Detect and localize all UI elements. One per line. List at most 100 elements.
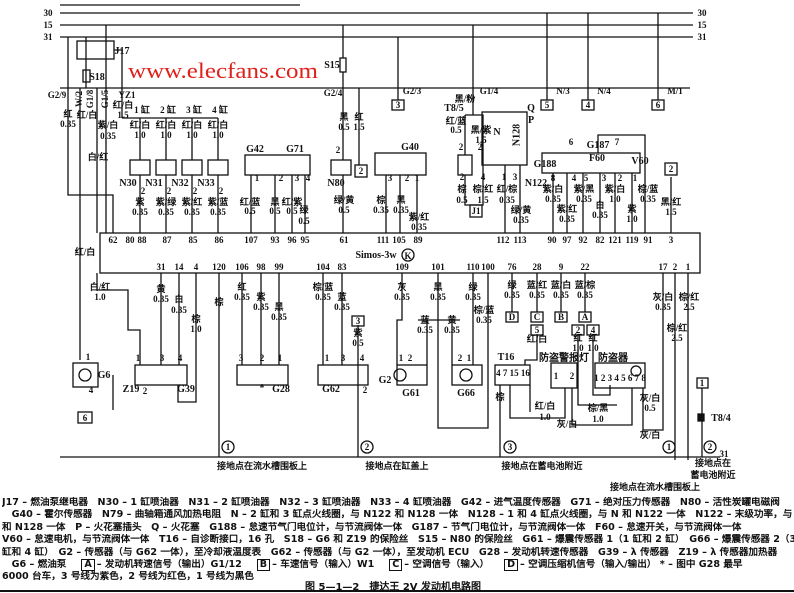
wire — [509, 385, 566, 419]
wire-label: 灰/白 — [640, 392, 661, 403]
wire-label: 白 — [174, 293, 183, 304]
ecu-pin: 1 — [686, 262, 691, 272]
wire-label: 红 — [573, 332, 582, 343]
ecu-pin: 62 — [109, 235, 119, 245]
component-pin: 3 — [341, 353, 346, 363]
component-label: Q — [527, 103, 535, 114]
component-label: N122 — [525, 178, 547, 189]
ground-marker: 2 — [365, 442, 370, 452]
ecu-pin: 101 — [431, 262, 445, 272]
component-pin: 4 — [572, 173, 577, 183]
wire-label: 0.35 — [271, 312, 287, 322]
wire-label: 黑/粉 — [455, 93, 476, 104]
component-box — [134, 364, 188, 386]
ground-marker: 3 — [508, 442, 513, 452]
component-box — [354, 164, 368, 178]
component-label: N31 — [145, 178, 162, 189]
connector-label: G2/3 — [403, 86, 422, 96]
component-box — [207, 159, 229, 176]
ecu-pin: 95 — [301, 235, 311, 245]
component-pin: 3 — [160, 353, 165, 363]
wire-label: 0.35 — [504, 290, 520, 300]
wire-label: 棕/蓝 — [473, 304, 495, 315]
component-pin: 1 — [278, 353, 283, 363]
wire-label: 紫/红 — [557, 203, 578, 214]
component-label: G42 — [246, 144, 264, 155]
wire-label: 1.0 — [572, 343, 584, 353]
cylinder-label: 3 缸 — [186, 104, 202, 115]
connector-label: N/3 — [556, 86, 570, 96]
wire-label: 紫 — [353, 327, 362, 338]
component-box — [330, 159, 352, 176]
wire-label: 0.35 — [592, 210, 608, 220]
ecu-pin: 85 — [189, 235, 199, 245]
component-box — [99, 232, 701, 274]
component-label: G39 — [177, 384, 195, 395]
component-box — [155, 159, 177, 176]
component-box — [77, 411, 93, 424]
ground-note: 接地点在流水槽围板上 — [217, 460, 307, 471]
bus-label: 30 — [698, 8, 708, 18]
ecu-pin: 99 — [275, 262, 285, 272]
wire-label: 0.35 — [559, 214, 575, 224]
component-pin: 2 — [405, 173, 410, 183]
wire-label: 2.5 — [671, 333, 683, 343]
wire-label: 红/白 — [77, 109, 98, 120]
component-pin: 2 — [193, 186, 198, 196]
wire-label: 0.35 — [553, 290, 569, 300]
box-c: C — [389, 559, 403, 572]
wire-label: 棕 — [213, 296, 223, 307]
component-pin: 5 — [584, 173, 589, 183]
component-box — [82, 69, 91, 83]
wire-label: 棕 — [494, 391, 504, 402]
wire-label: 0.5 — [269, 206, 281, 216]
component-pin: 6 — [569, 137, 574, 147]
legend-line-3: 和 N128 一体 P – 火花塞插头 Q – 火花塞 G188 – 怠速节气门… — [2, 521, 742, 533]
component-pin: 1 — [255, 173, 260, 183]
symbol-circle — [221, 440, 235, 454]
ecu-pin: 97 — [563, 235, 573, 245]
wire-label: 黑 — [433, 282, 442, 292]
component-pin: 2 — [459, 142, 464, 152]
wire-label: 红 — [354, 111, 363, 122]
wire-label: 灰 — [397, 281, 406, 292]
component-label: F60 — [589, 153, 605, 164]
component-label: T16 — [498, 352, 515, 363]
symbol-circle — [503, 440, 517, 454]
wire-label: 0.35 — [373, 205, 389, 215]
component-box — [494, 364, 531, 386]
wire-label: 1.0 — [94, 292, 106, 302]
component-box — [129, 159, 151, 176]
ecu-pin: 96 — [288, 235, 298, 245]
component-label: G188 — [534, 159, 557, 170]
wire-label: 0.35 — [529, 290, 545, 300]
ecu-pin: 14 — [175, 262, 185, 272]
wire-label: 0.35 — [334, 302, 350, 312]
component-pin: 2 — [478, 142, 483, 152]
component-pin: 2 — [460, 172, 465, 182]
component-box — [391, 99, 405, 111]
component-pin: 1 — [502, 172, 507, 182]
wire-label: 红/白 — [535, 400, 556, 411]
ecu-pin: 80 — [126, 235, 136, 245]
component-box — [339, 57, 347, 73]
wire-label: 蓝 — [420, 314, 429, 325]
legend-signal-d: D– 空调压缩机信号（输入/输出） — [492, 559, 656, 572]
wire-label: 1.0 — [160, 130, 172, 140]
component-box — [594, 362, 646, 389]
component-label: N — [493, 127, 501, 138]
wire-label: 0.35 — [655, 302, 671, 312]
wire — [114, 49, 123, 118]
wire-label: 白 — [595, 199, 604, 210]
component-label: S18 — [89, 72, 105, 83]
wire-label: 1.5 — [665, 207, 677, 217]
wire-label: 棕/蓝 — [312, 281, 334, 292]
symbol-circle — [630, 365, 642, 377]
component-box — [581, 99, 595, 111]
ecu-pin: 86 — [215, 235, 225, 245]
wire-label: 0.35 — [444, 325, 460, 335]
wire-label: 灰/白 — [557, 418, 578, 429]
wire-label: 0.35 — [315, 292, 331, 302]
ground-marker: 2 — [708, 442, 713, 452]
wire-label: 紫/白 — [605, 183, 626, 194]
